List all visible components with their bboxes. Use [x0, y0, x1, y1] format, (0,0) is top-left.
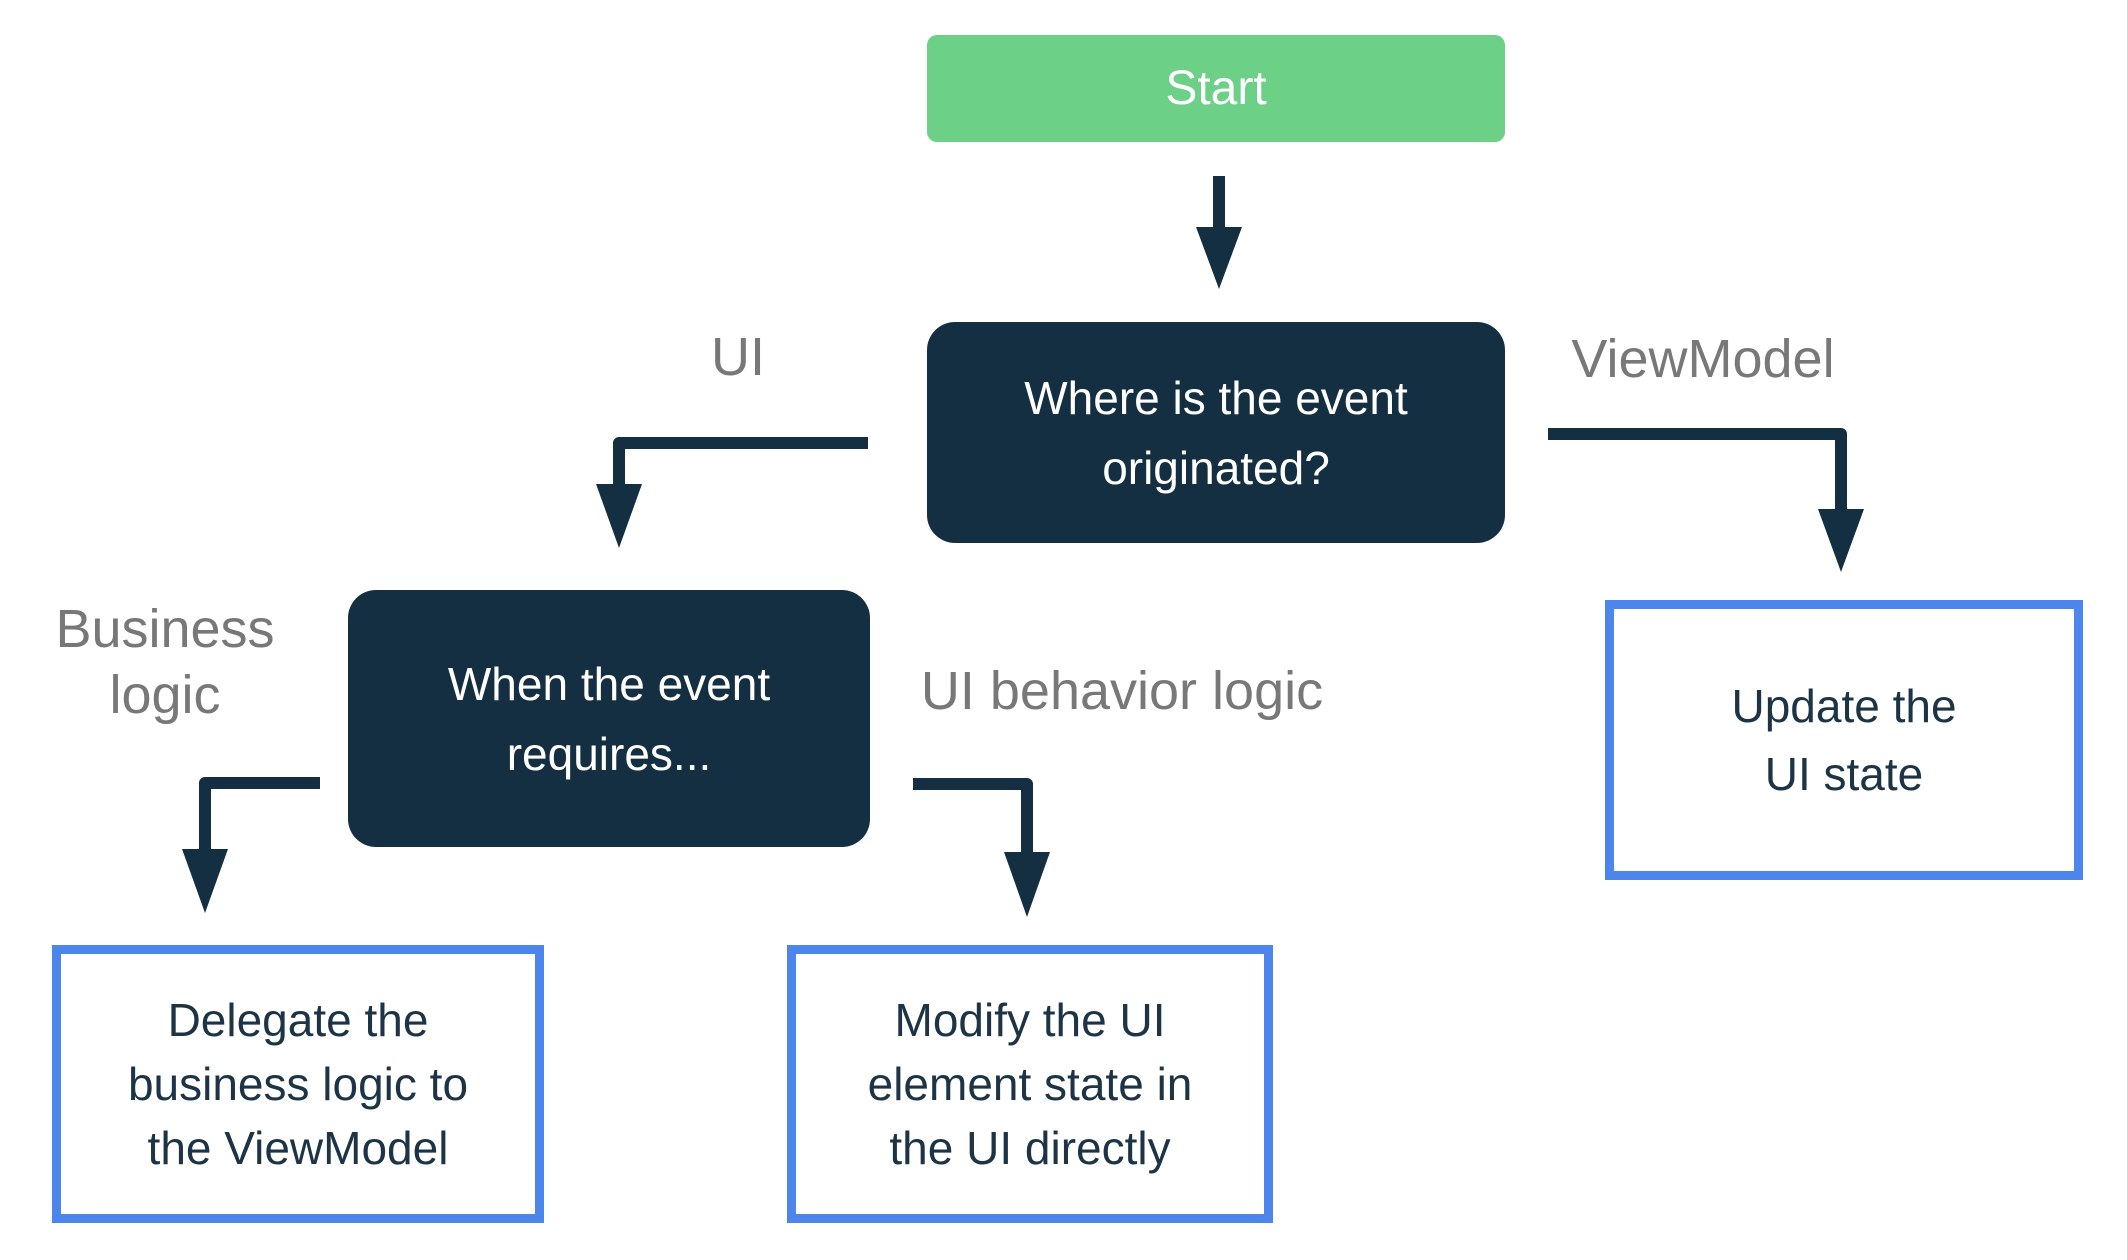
arrow-origin-to-requires — [596, 437, 868, 548]
question-origin-node: Where is the event originated? — [927, 322, 1505, 543]
arrow-requires-to-delegate — [182, 777, 320, 913]
edge-label-ui: UI — [711, 327, 765, 387]
question-requires-node: When the event requires... — [348, 590, 870, 847]
modify-ui-state-label: Modify the UI element state in the UI di… — [867, 994, 1193, 1174]
edge-label-business-logic: Business logic — [55, 599, 275, 725]
delegate-business-logic-node: Delegate the business logic to the ViewM… — [52, 945, 544, 1223]
start-node-label: Start — [1165, 62, 1267, 115]
question-origin-label: Where is the event originated? — [1024, 371, 1408, 494]
edge-label-ui-behavior-logic: UI behavior logic — [920, 661, 1324, 721]
edge-label-viewmodel: ViewModel — [1571, 329, 1835, 389]
modify-ui-state-node: Modify the UI element state in the UI di… — [787, 945, 1273, 1223]
update-ui-state-node: Update the UI state — [1605, 600, 2083, 880]
question-requires-label: When the event requires... — [447, 657, 771, 780]
arrow-origin-to-update — [1548, 428, 1864, 572]
delegate-business-logic-label: Delegate the business logic to the ViewM… — [127, 994, 469, 1174]
arrow-requires-to-modify — [913, 778, 1050, 917]
update-ui-state-label: Update the UI state — [1731, 680, 1957, 800]
arrow-start-to-origin — [1196, 176, 1242, 289]
start-node: Start — [927, 35, 1505, 142]
